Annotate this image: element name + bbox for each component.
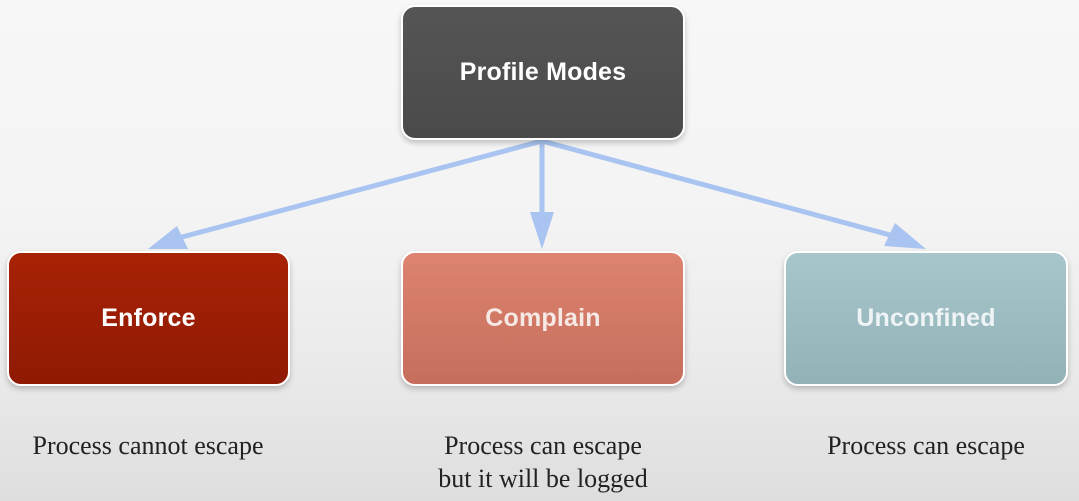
enforce-label: Enforce (101, 304, 196, 332)
arrow-to-unconfined (539, 138, 893, 238)
enforce-node: Enforce (7, 251, 290, 386)
arrowhead-enforce (148, 226, 188, 249)
enforce-caption: Process cannot escape (0, 429, 296, 462)
unconfined-node: Unconfined (784, 251, 1068, 386)
complain-node: Complain (401, 251, 685, 386)
arrow-to-enforce (179, 138, 545, 240)
enforce-caption-line: Process cannot escape (32, 431, 264, 460)
complain-label: Complain (485, 304, 601, 332)
profile-modes-label: Profile Modes (459, 58, 627, 86)
complain-caption: Process can escape but it will be logged (393, 429, 693, 495)
arrowhead-unconfined (884, 223, 926, 249)
unconfined-label: Unconfined (856, 304, 996, 332)
complain-caption-line-2: but it will be logged (438, 464, 648, 493)
arrowhead-complain (530, 212, 554, 249)
unconfined-caption-line: Process can escape (827, 431, 1025, 460)
profile-modes-node: Profile Modes (401, 5, 685, 140)
unconfined-caption: Process can escape (776, 429, 1076, 462)
complain-caption-line-1: Process can escape (444, 431, 642, 460)
